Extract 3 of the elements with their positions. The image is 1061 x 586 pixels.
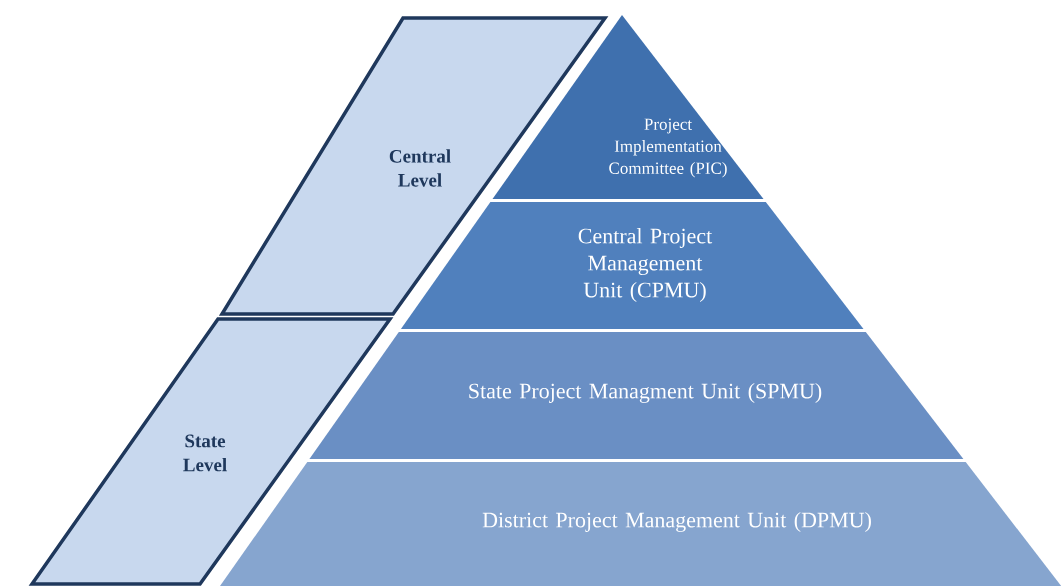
- pyramid-tier: Project Implementation Committee (PIC): [492, 15, 764, 199]
- pyramid-tier: Central Project Management Unit (CPMU): [400, 202, 864, 329]
- pyramid-tier: State Project Managment Unit (SPMU): [309, 332, 964, 459]
